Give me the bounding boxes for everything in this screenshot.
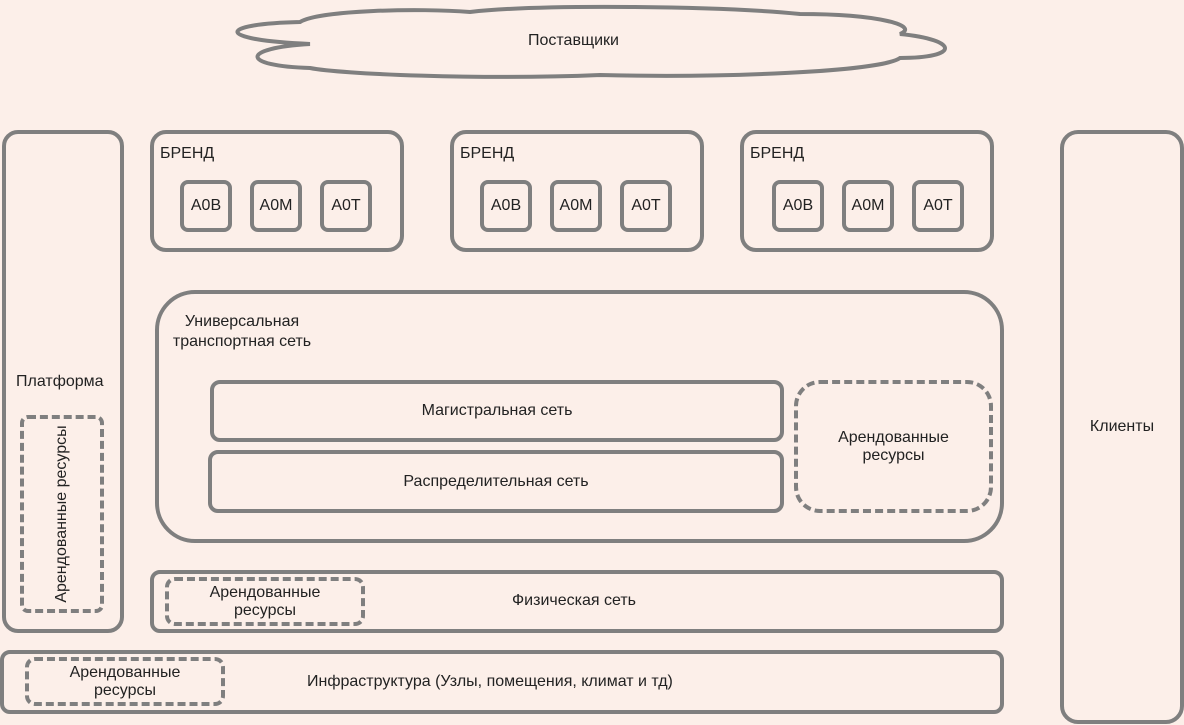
- brand-title: БРЕНД: [160, 145, 215, 162]
- transport-rented-label: Арендованные ресурсы: [838, 428, 949, 464]
- distribution-network-label: Распределительная сеть: [403, 472, 589, 490]
- brand-box-3: БРЕНД A0B A0M A0T: [740, 130, 994, 252]
- platform-rented-resources: [20, 415, 104, 613]
- distribution-network-box: Распределительная сеть: [208, 450, 784, 513]
- backbone-network-box: Магистральная сеть: [210, 380, 784, 442]
- suppliers-label: Поставщики: [528, 32, 619, 49]
- brand-title: БРЕНД: [460, 145, 515, 162]
- brand-title: БРЕНД: [750, 145, 805, 162]
- physical-network-label: Физическая сеть: [512, 592, 636, 609]
- brand-item-a0m: A0M: [250, 180, 302, 232]
- brand-box-1: БРЕНД A0B A0M A0T: [150, 130, 404, 252]
- clients-label: Клиенты: [1089, 418, 1155, 435]
- brand-box-2: БРЕНД A0B A0M A0T: [450, 130, 704, 252]
- backbone-network-label: Магистральная сеть: [421, 402, 573, 419]
- clients-column: Клиенты: [1060, 130, 1184, 724]
- transport-rented-resources: Арендованные ресурсы: [794, 380, 993, 513]
- platform-rented-label: Арендованные ресурсы: [53, 425, 70, 603]
- brand-item-a0t: A0T: [320, 180, 372, 232]
- infrastructure-label: Инфраструктура (Узлы, помещения, климат …: [307, 673, 673, 690]
- physical-rented-resources: Арендованные ресурсы: [165, 577, 365, 626]
- brand-item-a0m: A0M: [842, 180, 894, 232]
- brand-item-a0t: A0T: [620, 180, 672, 232]
- brand-item-a0t: A0T: [912, 180, 964, 232]
- brand-item-a0m: A0M: [550, 180, 602, 232]
- infrastructure-rented-resources: Арендованные ресурсы: [25, 657, 225, 706]
- platform-label: Платформа: [16, 373, 104, 390]
- infrastructure-rented-label: Арендованные ресурсы: [69, 663, 181, 699]
- brand-item-a0b: A0B: [180, 180, 232, 232]
- physical-rented-label: Арендованные ресурсы: [209, 583, 321, 619]
- transport-network-label: Универсальная транспортная сеть: [172, 313, 312, 350]
- brand-item-a0b: A0B: [772, 180, 824, 232]
- suppliers-cloud: [235, 4, 947, 79]
- brand-item-a0b: A0B: [480, 180, 532, 232]
